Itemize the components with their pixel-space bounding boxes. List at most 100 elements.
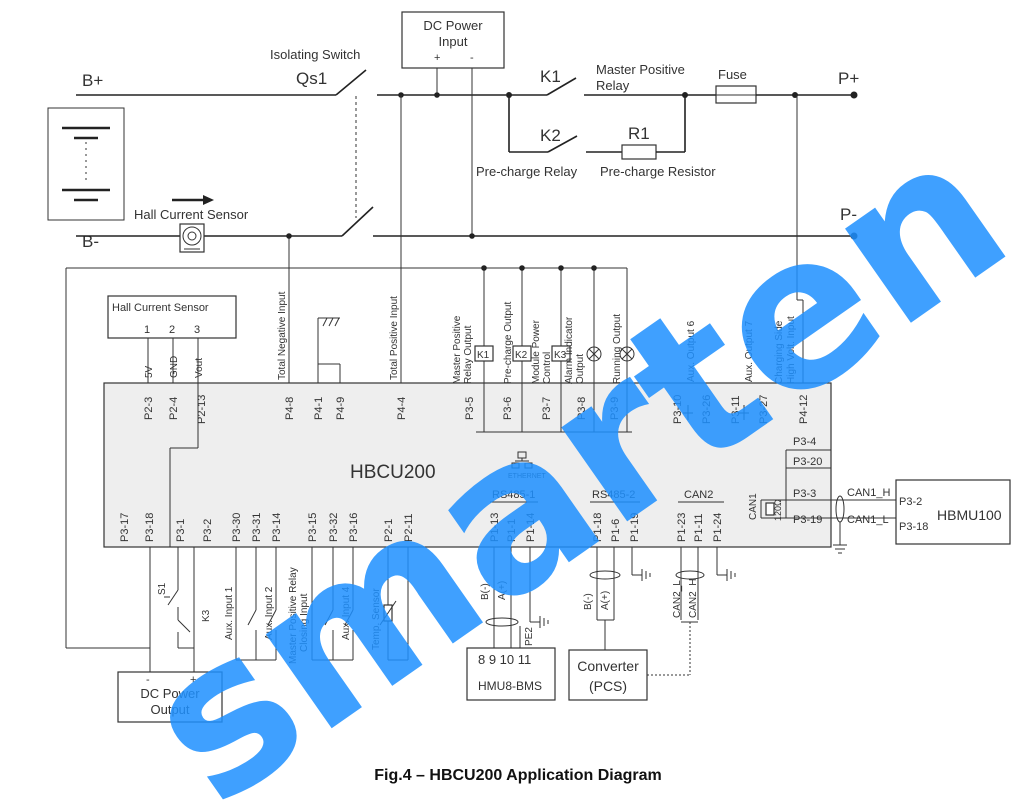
pin-p1-18: P1-18	[592, 513, 604, 542]
aux-input-2-label: Aux. Input 2	[264, 586, 275, 640]
pin-p1-13: P1-13	[489, 513, 501, 542]
pin-p4-4: P4-4	[396, 397, 408, 420]
hmu8-bms-label: HMU8-BMS	[478, 679, 542, 693]
rs485-1-label: RS485-1	[492, 489, 535, 501]
resistor-120-label: 120Ω	[773, 499, 783, 521]
hmu8-pins-label: 8 9 10 11	[478, 652, 531, 667]
fuse-label: Fuse	[718, 67, 747, 82]
rs485-1-ground-icon	[539, 616, 549, 628]
pin-p3-18: P3-18	[144, 513, 156, 542]
can1-l-label: CAN1_L	[847, 514, 889, 526]
rs485-1-a-label: A(+)	[497, 581, 508, 600]
aux-output-6-label: Aux. Output 6	[686, 320, 697, 382]
k1-box-label: K1	[477, 350, 490, 361]
hall-sensor-icon	[179, 223, 205, 253]
k1-label: K1	[540, 67, 561, 86]
alarm-output-label-2: Output	[575, 354, 586, 384]
pin-p3-10: P3-10	[672, 395, 684, 424]
hbmu100-box	[895, 479, 1011, 545]
converter-label-2: (PCS)	[589, 678, 627, 694]
p-minus-terminal	[850, 232, 858, 240]
top-pin-stubs	[476, 383, 749, 433]
pin-p4-1: P4-1	[313, 397, 325, 420]
precharge-relay-label: Pre-charge Relay	[476, 164, 578, 179]
module-power-label-1: Module Power	[531, 319, 542, 384]
master-positive-relay-label-1: Master Positive	[596, 62, 685, 77]
pin-p3-1: P3-1	[175, 519, 187, 542]
pin-p3-31: P3-31	[251, 513, 263, 542]
pin-p1-14: P1-14	[525, 513, 537, 542]
can1-termination-resistor-icon	[765, 502, 775, 516]
k2-contact	[547, 135, 578, 153]
pin-p3-5: P3-5	[464, 397, 476, 420]
pin-p2-11: P2-11	[403, 513, 415, 542]
pin-p3-16: P3-16	[348, 513, 360, 542]
aux-input-4-label: Aux. Input 4	[341, 586, 352, 640]
rs485-2-twisted-pair-icon	[589, 570, 621, 580]
alarm-output-label-1: Alarm Indicator	[564, 316, 575, 384]
pin-p3-9: P3-9	[609, 397, 621, 420]
pin-p2-13: P2-13	[196, 395, 208, 424]
p-minus-label: P-	[840, 205, 857, 224]
alarm-lamp-icon	[586, 346, 602, 362]
current-direction-arrow-icon	[172, 195, 214, 205]
rs485-2-ground-icon	[641, 569, 651, 581]
pin-p3-2: P3-2	[202, 519, 214, 542]
hbmu-p3-18: P3-18	[899, 521, 928, 533]
k1-contact	[546, 77, 577, 96]
qs1-blade-top	[335, 69, 367, 96]
ethernet-icon	[511, 451, 533, 469]
qs1-label: Qs1	[296, 69, 327, 88]
can2-label: CAN2	[684, 489, 713, 501]
dc-power-input-label-2: Input	[439, 34, 468, 49]
ethernet-label: ETHERNET	[508, 473, 546, 480]
pin-p4-9: P4-9	[335, 397, 347, 420]
mpr-output-label-1: Master Positive	[452, 315, 463, 384]
battery-frame	[47, 107, 125, 221]
ground-icon	[318, 317, 340, 327]
hall-pin-1: 1	[144, 324, 150, 336]
hall-5v: 5V	[144, 365, 155, 378]
pin-p3-20: P3-20	[793, 456, 822, 468]
isolating-switch-label: Isolating Switch	[270, 47, 360, 62]
r1-label: R1	[628, 124, 650, 143]
dc-out-plus: +	[190, 674, 196, 686]
hbmu-p3-2: P3-2	[899, 496, 922, 508]
top-pin-labels: P2-3 P2-4 P2-13 P4-8 P4-1 P4-9 P4-4 P3-5…	[143, 395, 810, 424]
pin-p2-3: P2-3	[143, 397, 155, 420]
pin-p3-32: P3-32	[328, 513, 340, 542]
pin-p3-27: P3-27	[758, 395, 770, 424]
pin-p1-11: P1-11	[693, 513, 705, 542]
rs485-2-a-label: A(+)	[600, 591, 611, 610]
k3-label: K3	[201, 609, 212, 622]
can2-twisted-pair-icon	[675, 570, 705, 580]
dc-power-input-label-1: DC Power	[423, 18, 483, 33]
can2-l-label: CAN2_L	[672, 580, 683, 618]
pin-p3-14: P3-14	[271, 513, 283, 542]
temperature-sensor-icon	[379, 600, 397, 626]
converter-label-1: Converter	[577, 658, 639, 674]
dc-power-input-box	[401, 11, 505, 69]
dc-power-output-label-1: DC Power	[140, 686, 200, 701]
mpr-closing-input-label-2: Closing Input	[299, 593, 310, 652]
pin-p2-4: P2-4	[168, 397, 180, 420]
k1-relay-coil-icon	[474, 345, 494, 362]
p-plus-terminal	[850, 91, 858, 99]
hall-current-sensor-label: Hall Current Sensor	[134, 207, 249, 222]
dc-power-output-label-2: Output	[150, 702, 189, 717]
hall-vout: Vout	[194, 358, 205, 378]
master-positive-relay-label-2: Relay	[596, 78, 630, 93]
hbcu200-box	[103, 382, 832, 548]
s1-switch-icon	[164, 589, 179, 620]
dc-out-minus: -	[146, 674, 150, 686]
running-lamp-icon	[619, 346, 635, 362]
pin-p1-6: P1-6	[610, 519, 622, 542]
pin-p3-15: P3-15	[307, 513, 319, 542]
k3-contact-icon	[177, 619, 195, 640]
pin-p3-8: P3-8	[576, 397, 588, 420]
b-plus-label: B+	[82, 71, 103, 90]
pin-p4-8: P4-8	[284, 397, 296, 420]
hall-pin-3: 3	[194, 324, 200, 336]
rs485-1-b-label: B(-)	[480, 583, 491, 600]
